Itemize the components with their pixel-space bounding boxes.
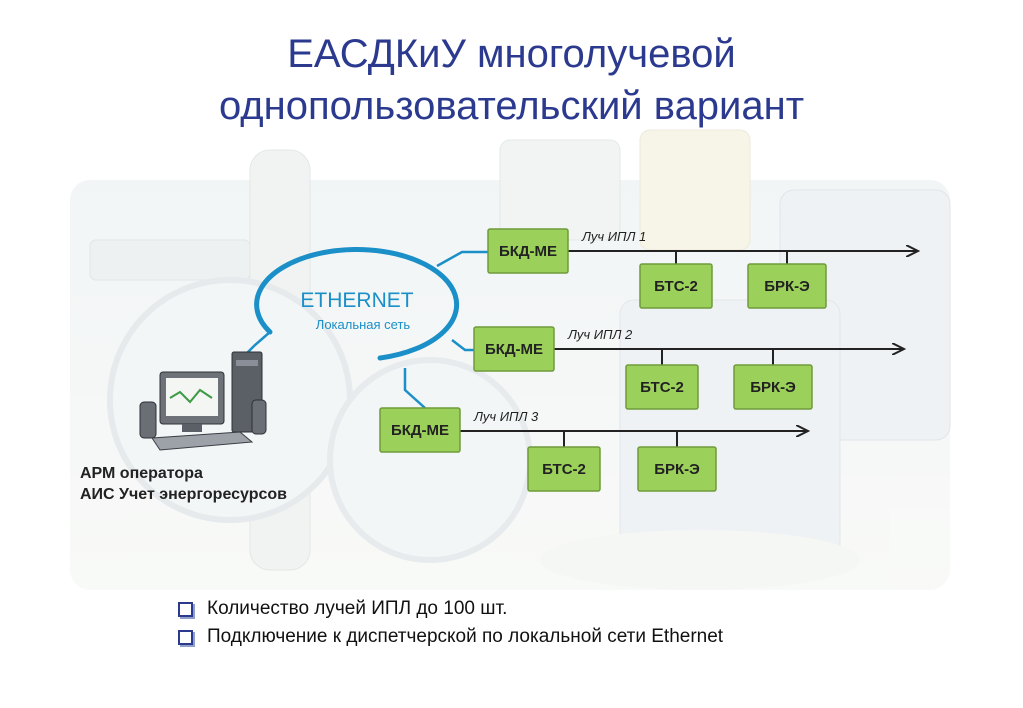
beam-2-device-2-box — [733, 364, 813, 410]
computer-icon — [139, 351, 267, 451]
beam-3-device-1-label: БТС-2 — [542, 461, 586, 478]
title-line-2: однопользовательский вариант — [218, 84, 805, 128]
title-line-1: ЕАСДКиУ многолучевой — [287, 32, 736, 76]
link-to-hub-2 — [451, 339, 475, 352]
operator-line-2: АИС Учет энергоресурсов — [80, 486, 287, 503]
beam-3-hub-label: БКД-МЕ — [391, 422, 449, 439]
ethernet-ring: ETHERNET Локальная сеть — [239, 247, 488, 409]
beam-1-device-2-box — [747, 263, 827, 309]
beam-3-device-1-box — [527, 446, 601, 492]
bullet-list: Количество лучей ИПЛ до 100 шт. Подключе… — [178, 595, 723, 651]
beam-2-device-1-box — [625, 364, 699, 410]
beam-2-device-2-label: БРК-Э — [750, 379, 796, 396]
beam-3-hub-box — [379, 407, 461, 453]
bullet-text-2: Подключение к диспетчерской по локальной… — [207, 626, 724, 647]
link-to-hub-1 — [436, 250, 488, 268]
bullet-item-2: Подключение к диспетчерской по локальной… — [178, 623, 723, 651]
beam-3-caption: Луч ИПЛ 3 — [473, 409, 539, 424]
beam-1-hub-box — [487, 228, 569, 274]
beam-1-device-1-box — [639, 263, 713, 309]
beam-2-hub-label: БКД-МЕ — [485, 341, 543, 358]
link-to-hub-3 — [403, 368, 426, 409]
beam-2-hub-box — [473, 326, 555, 372]
bullet-item-1: Количество лучей ИПЛ до 100 шт. — [178, 595, 723, 623]
beam-2-device-1-label: БТС-2 — [640, 379, 684, 396]
ethernet-label: ETHERNET — [300, 289, 413, 312]
ethernet-sublabel: Локальная сеть — [316, 317, 411, 332]
checkbox-bullet-icon — [178, 601, 193, 617]
bullet-text-1: Количество лучей ИПЛ до 100 шт. — [207, 598, 508, 619]
beam-3-device-2-box — [637, 446, 717, 492]
page-title: ЕАСДКиУ многолучевой однопользовательски… — [0, 28, 1023, 132]
beam-1-device-2-label: БРК-Э — [764, 278, 810, 295]
beam-1-device-1-label: БТС-2 — [654, 278, 698, 295]
beam-1-caption: Луч ИПЛ 1 — [581, 229, 646, 244]
beam-3-device-2-label: БРК-Э — [654, 461, 700, 478]
checkbox-bullet-icon — [178, 629, 193, 645]
beam-1-hub-label: БКД-МЕ — [499, 243, 557, 260]
beam-2-caption: Луч ИПЛ 2 — [567, 327, 633, 342]
operator-line-1: АРМ оператора — [80, 465, 203, 482]
